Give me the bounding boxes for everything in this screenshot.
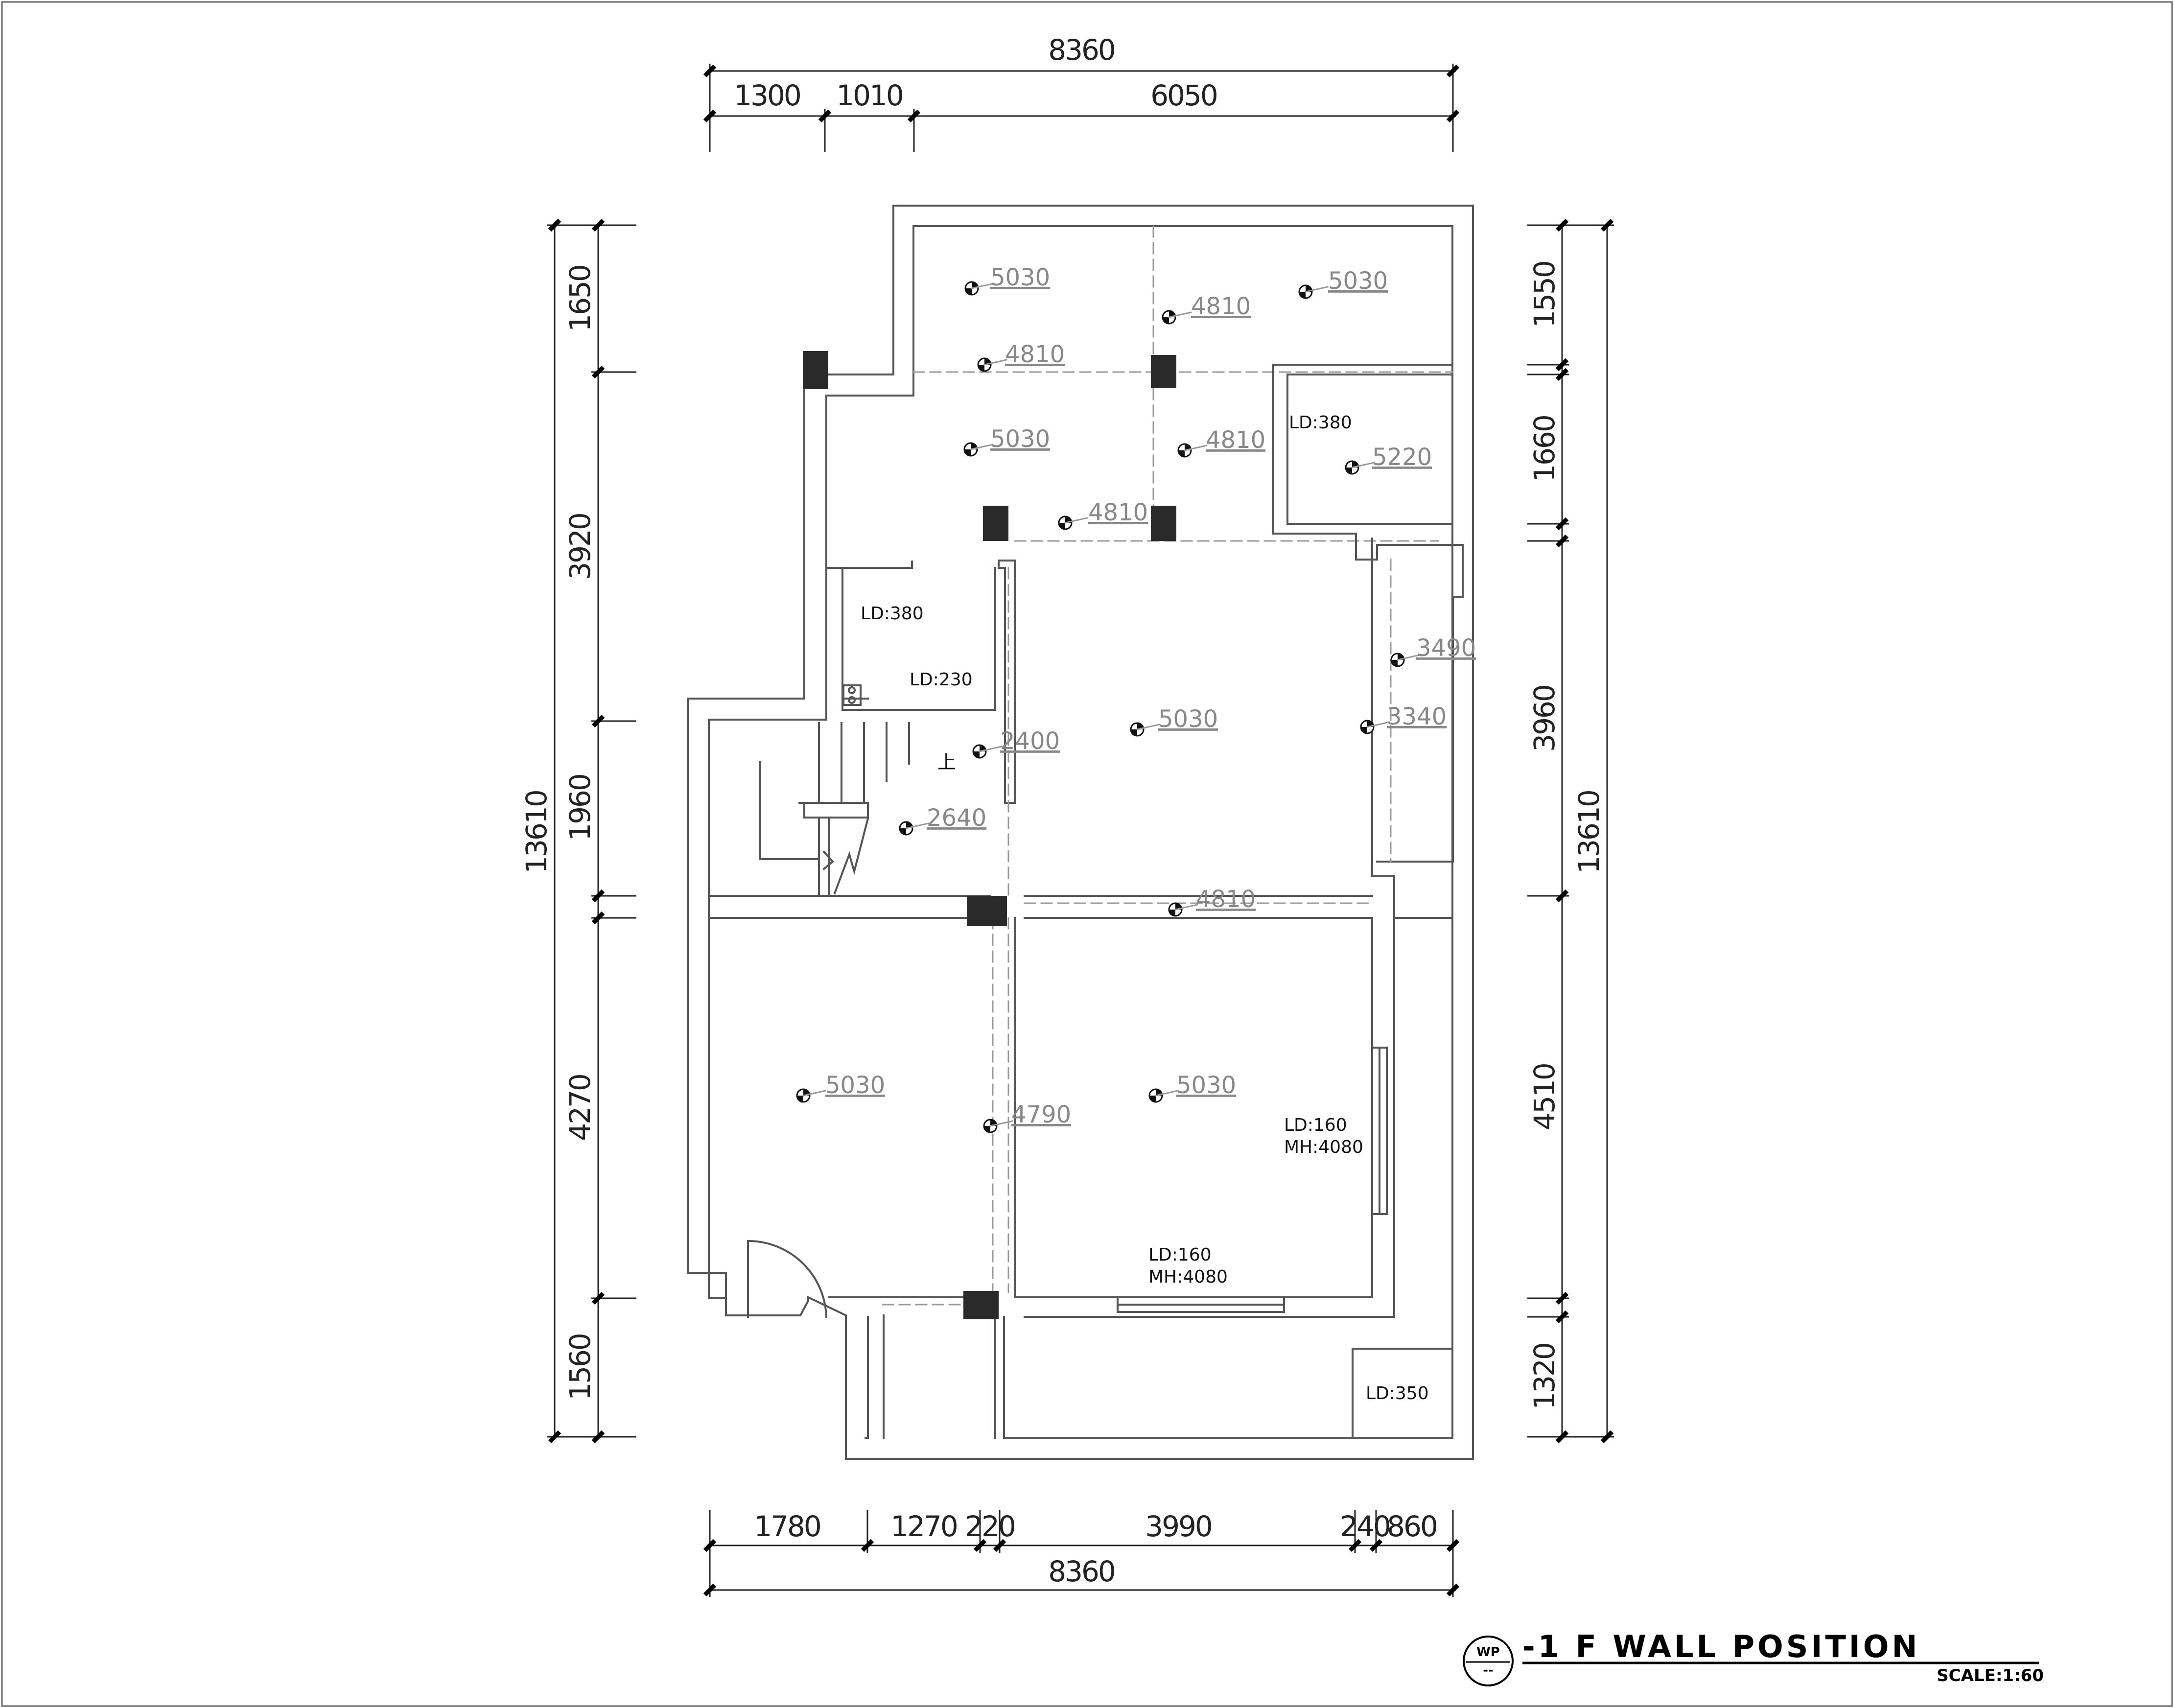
bottom-dimension: 3990: [1145, 1510, 1212, 1543]
bottom-dimension: 1270: [890, 1510, 957, 1543]
walls: [687, 205, 1474, 1460]
title-badge-sub: --: [1483, 1663, 1494, 1678]
left-dimension: 1650: [563, 265, 597, 332]
ld-label: LD:230: [910, 670, 973, 690]
height-marker: [1177, 443, 1208, 458]
height-marker: [1148, 1088, 1179, 1103]
top-total-dimension: 8360: [1048, 33, 1115, 67]
height-label: 4810: [1196, 886, 1256, 913]
left-dimension: 3920: [563, 514, 597, 580]
area-labels: LD:380 LD:380 LD:230 LD:160 MH:4080 LD:1…: [861, 413, 1429, 1404]
bottom-dimension: 240: [1340, 1510, 1390, 1543]
top-dimension: 1010: [836, 79, 903, 112]
height-label: 5220: [1372, 444, 1432, 471]
height-marker: [972, 744, 1003, 759]
height-label: 4810: [1088, 499, 1148, 526]
bottom-total-dimension: 8360: [1048, 1555, 1115, 1588]
height-label: 4810: [1206, 426, 1265, 454]
height-label: 5030: [1328, 267, 1388, 295]
title-badge: [1463, 1636, 1514, 1686]
height-marker: [796, 1088, 826, 1103]
right-dimension: 3960: [1528, 685, 1561, 752]
top-dimension: 6050: [1150, 79, 1217, 112]
drawing-title: -1 F WALL POSITION: [1522, 1629, 1920, 1664]
bottom-dimension: 1780: [754, 1510, 820, 1543]
left-dimension: 4270: [563, 1075, 597, 1141]
title-badge-text: WP: [1476, 1645, 1500, 1660]
height-marker: [1345, 460, 1375, 475]
height-marker: [963, 442, 994, 457]
height-label: 4810: [1005, 341, 1065, 368]
height-marker: [899, 821, 929, 836]
ld-label: LD:350: [1366, 1383, 1429, 1404]
right-dimension: 1320: [1528, 1343, 1561, 1410]
height-marker: [977, 357, 1007, 372]
right-dimension: 4510: [1528, 1064, 1561, 1130]
height-label: 3490: [1416, 634, 1476, 662]
right-total-dimension: 13610: [1572, 791, 1606, 874]
bottom-dimension: 220: [965, 1510, 1015, 1543]
height-label: 5030: [990, 425, 1050, 453]
top-dimension: 1300: [734, 79, 800, 112]
height-label: 4810: [1191, 293, 1251, 320]
structural-columns: [803, 351, 1176, 1319]
dimension-ticks: [548, 64, 1614, 1597]
height-label: 5030: [990, 264, 1050, 291]
left-total-dimension: 13610: [520, 791, 553, 874]
height-label: 2640: [927, 804, 986, 832]
height-marker: [1130, 722, 1160, 737]
ld-label: LD:160: [1284, 1115, 1347, 1135]
height-label: 5030: [1158, 705, 1218, 733]
bottom-dimension: 860: [1387, 1510, 1437, 1543]
height-marker: [1360, 720, 1390, 734]
floor-plan: 5030 5030 4810 4810 5030 4810 5220 4810 …: [687, 205, 1476, 1460]
height-label: 2400: [1000, 727, 1060, 755]
stair-up-mark: 上: [937, 751, 956, 773]
title-block: WP -- -1 F WALL POSITION SCALE:1:60: [1463, 1629, 2044, 1686]
height-marker: [1168, 902, 1198, 917]
height-marker: [1390, 653, 1421, 667]
height-label: 3340: [1387, 703, 1447, 730]
height-label: 4790: [1011, 1101, 1071, 1128]
height-marker: [1058, 515, 1088, 530]
height-marker: [983, 1119, 1013, 1133]
ld-label: LD:380: [1289, 413, 1352, 433]
left-dimension: 1560: [563, 1334, 597, 1401]
left-dimension: 1960: [563, 774, 597, 841]
mh-label: MH:4080: [1148, 1267, 1228, 1287]
dimension-lines: [547, 64, 1614, 1597]
ld-label: LD:380: [861, 604, 924, 624]
height-label: 5030: [1176, 1072, 1236, 1099]
height-markers: 5030 5030 4810 4810 5030 4810 5220 4810 …: [796, 264, 1476, 1133]
dimension-texts: 8360 1300 1010 6050 1780 1270 220 3990 2…: [520, 33, 1606, 1588]
height-marker: [964, 281, 995, 296]
height-marker: [1298, 284, 1329, 299]
drawing-scale: SCALE:1:60: [1937, 1666, 2044, 1685]
right-dimension: 1550: [1528, 261, 1561, 328]
height-marker: [1162, 310, 1192, 325]
ld-label: LD:160: [1148, 1245, 1212, 1265]
height-label: 5030: [825, 1072, 885, 1099]
right-dimension: 1660: [1528, 416, 1561, 482]
mh-label: MH:4080: [1284, 1137, 1363, 1157]
